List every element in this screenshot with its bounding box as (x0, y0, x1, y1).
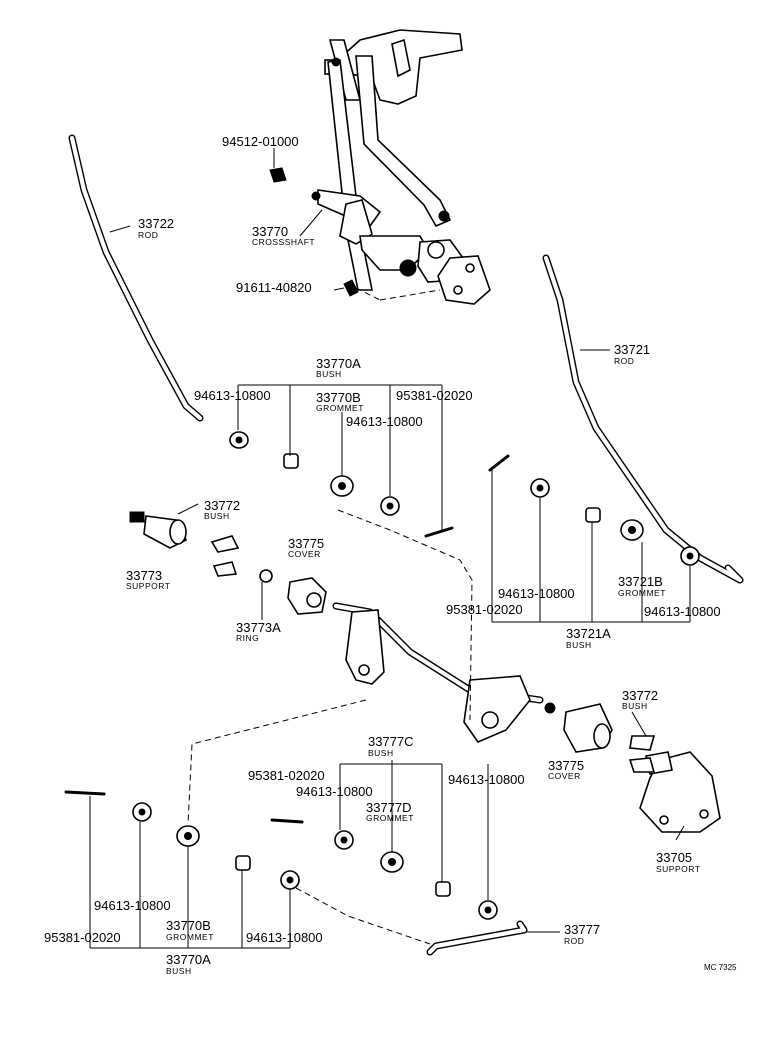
label-33777: 33777 (564, 922, 600, 937)
label-33775-bottom: 33775 (548, 758, 584, 773)
bolt-91611-40820 (343, 279, 441, 301)
label-33773A-sub: RING (236, 633, 259, 643)
label-33705: 33705 (656, 850, 692, 865)
support-33705 (639, 751, 721, 833)
shift-shaft (332, 602, 556, 743)
label-33773A: 33773A (236, 620, 281, 635)
rod-33721 (542, 254, 744, 584)
rod-33777 (426, 920, 528, 956)
label-33777-sub: ROD (564, 936, 584, 946)
label-33775-top: 33775 (288, 536, 324, 551)
label-33721-sub: ROD (614, 356, 634, 366)
label-95381-02020-b: 95381-02020 (446, 602, 523, 617)
label-33770A-bottom-sub: BUSH (166, 966, 192, 976)
label-33770B-top-sub: GROMMET (316, 403, 364, 413)
label-94613-10800-d: 94613-10800 (644, 604, 721, 619)
small-parts (64, 431, 700, 920)
label-33721A: 33721A (566, 626, 611, 641)
label-33770A-top: 33770A (316, 356, 361, 371)
label-33777C: 33777C (368, 734, 414, 749)
label-33773-sub: SUPPORT (126, 581, 170, 591)
label-94613-10800-f: 94613-10800 (296, 784, 373, 799)
support-33773 (129, 511, 188, 549)
pedal-bracket-assembly (324, 29, 463, 291)
label-33721B: 33721B (618, 574, 663, 589)
label-33721A-sub: BUSH (566, 640, 592, 650)
label-33722-sub: ROD (138, 230, 158, 240)
label-33722: 33722 (138, 216, 174, 231)
label-33721B-sub: GROMMET (618, 588, 666, 598)
label-94613-10800-c: 94613-10800 (498, 586, 575, 601)
dashed-connectors (187, 509, 473, 945)
label-95381-02020-a: 95381-02020 (396, 388, 473, 403)
label-33777C-sub: BUSH (368, 748, 394, 758)
label-33773: 33773 (126, 568, 162, 583)
label-94613-10800-e: 94613-10800 (448, 772, 525, 787)
label-33770-sub: CROSSSHAFT (252, 237, 315, 247)
label-33777D-sub: GROMMET (366, 813, 414, 823)
label-33705-sub: SUPPORT (656, 864, 700, 874)
leader-lines (89, 148, 691, 949)
labels: 94512-01000 33770 CROSSSHAFT 91611-40820… (44, 134, 737, 976)
label-33721: 33721 (614, 342, 650, 357)
label-95381-02020-c: 95381-02020 (248, 768, 325, 783)
rod-33722 (68, 134, 204, 422)
label-94512-01000: 94512-01000 (222, 134, 299, 149)
label-33772-left: 33772 (204, 498, 240, 513)
label-94613-10800-h: 94613-10800 (246, 930, 323, 945)
label-33772-right-sub: BUSH (622, 701, 648, 711)
label-94613-10800-g: 94613-10800 (94, 898, 171, 913)
crossshaft-bracket (437, 255, 491, 305)
label-33770B-bottom-sub: GROMMET (166, 932, 214, 942)
cover-33775-bottom (563, 703, 613, 753)
label-33772-left-sub: BUSH (204, 511, 230, 521)
label-33775-top-sub: COVER (288, 549, 321, 559)
label-33775-bottom-sub: COVER (548, 771, 581, 781)
label-33770: 33770 (252, 224, 288, 239)
label-33770B-bottom: 33770B (166, 918, 211, 933)
label-95381-02020-d: 95381-02020 (44, 930, 121, 945)
label-91611-40820: 91611-40820 (236, 280, 312, 295)
label-94613-10800-a: 94613-10800 (194, 388, 271, 403)
label-33770B-top: 33770B (316, 390, 361, 405)
diagram-reference: MC 7325 (704, 963, 737, 972)
label-33777D: 33777D (366, 800, 412, 815)
label-94613-10800-b: 94613-10800 (346, 414, 423, 429)
nut-94512-01000 (269, 167, 287, 183)
label-33770A-top-sub: BUSH (316, 369, 342, 379)
cover-33775-top (287, 577, 327, 615)
label-33772-right: 33772 (622, 688, 658, 703)
label-33770A-bottom: 33770A (166, 952, 211, 967)
